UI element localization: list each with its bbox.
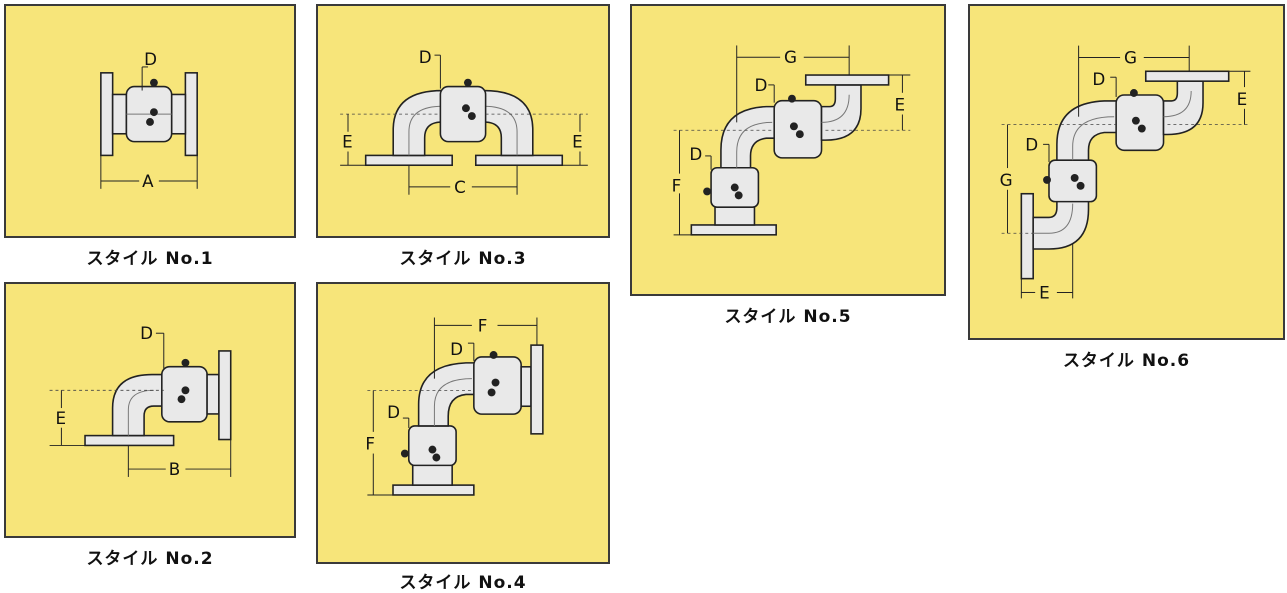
style-3-panel: D E E C (316, 4, 610, 238)
dim-label-d-lower: D (689, 144, 702, 164)
dim-label-e-bottom: E (1039, 282, 1050, 302)
dim-label-e-right: E (572, 132, 583, 152)
swivel-body (439, 85, 487, 143)
dim-label-d: D (419, 47, 432, 67)
right-base-flange (474, 154, 564, 167)
dim-label-c: C (454, 177, 466, 197)
style-2-panel: D E B (4, 282, 296, 538)
dim-label-d-lower: D (387, 402, 400, 422)
dim-label-d-upper: D (754, 75, 767, 95)
base-flange (84, 434, 175, 447)
dim-label-d: D (144, 49, 157, 69)
style-4-panel: F D D F (316, 282, 610, 564)
top-flange (1144, 70, 1230, 82)
base-flange (690, 224, 777, 236)
dim-label-f-top: F (478, 315, 488, 335)
right-flange (184, 72, 198, 157)
style-1-caption: スタイル No.1 (86, 249, 214, 269)
dim-label-f-side: F (365, 434, 375, 454)
dim-label-e-top: E (1237, 89, 1248, 109)
style-3-joint-diagram: D E E C (340, 47, 588, 197)
dim-label-b: B (169, 459, 180, 479)
style-2-joint-diagram: D E B (49, 323, 232, 479)
style-4-joint-diagram: F D D F (365, 315, 544, 496)
dim-label-a: A (142, 171, 154, 191)
dim-label-e: E (895, 95, 906, 115)
dim-label-g-side: G (1000, 170, 1013, 190)
style-1-joint-diagram: D A (100, 49, 198, 191)
side-flange (530, 344, 544, 435)
swivel-body (161, 365, 208, 423)
style-2-caption: スタイル No.2 (86, 549, 214, 569)
dim-label-d-upper: D (450, 339, 463, 359)
dim-label-d-lower: D (1025, 134, 1038, 154)
dim-label-e-left: E (342, 132, 353, 152)
dim-label-g: G (784, 47, 797, 67)
dim-label-d: D (140, 323, 153, 343)
style-3-caption: スタイル No.3 (399, 249, 527, 269)
left-flange (100, 72, 114, 157)
upper-swivel-body (773, 99, 823, 159)
dim-label-e: E (56, 408, 67, 428)
base-flange (392, 484, 475, 496)
style-6-caption: スタイル No.6 (1062, 351, 1191, 371)
dim-label-f: F (672, 175, 682, 195)
style-5-caption: スタイル No.5 (724, 307, 852, 327)
dim-label-d-upper: D (1092, 69, 1105, 89)
side-flange (218, 350, 232, 441)
style-6-joint-diagram: G D E D G E (1000, 45, 1251, 302)
upper-swivel-body (1115, 94, 1165, 152)
style-5-panel: G D E D F (630, 4, 946, 296)
style-5-joint-diagram: G D E D F (672, 45, 911, 236)
side-flange (1020, 192, 1034, 280)
top-flange (804, 74, 890, 86)
dim-label-g-top: G (1124, 47, 1137, 67)
style-1-panel: D A (4, 4, 296, 238)
left-base-flange (364, 154, 453, 167)
style-6-panel: G D E D G E (968, 4, 1285, 340)
style-4-caption: スタイル No.4 (399, 573, 527, 593)
